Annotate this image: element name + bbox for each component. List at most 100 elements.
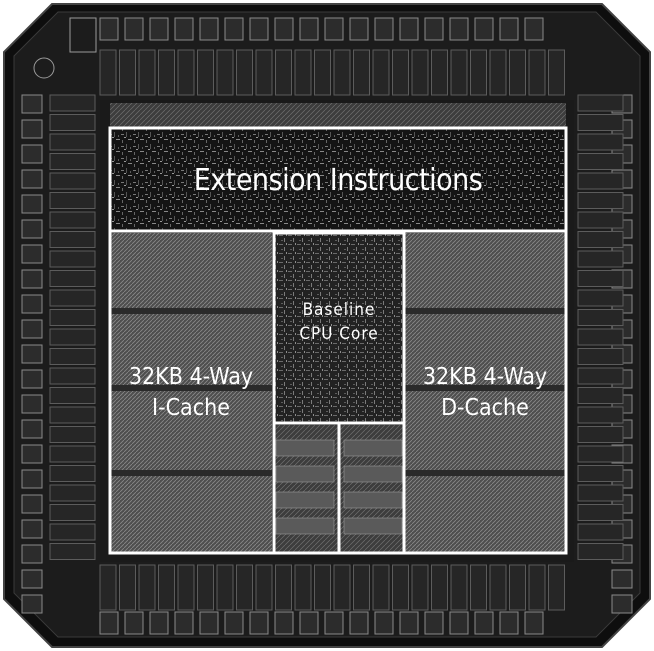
io-cell	[578, 115, 623, 131]
io-cell	[578, 368, 623, 384]
io-cell	[529, 565, 545, 610]
bond-pad	[125, 18, 143, 40]
bond-pad	[22, 495, 42, 513]
bond-pad	[175, 18, 193, 40]
io-cell	[50, 407, 95, 423]
io-cell	[100, 50, 116, 95]
io-cell	[120, 50, 136, 95]
bond-pad	[300, 612, 318, 634]
io-cell	[237, 565, 253, 610]
dcache-label-line2: D-Cache	[404, 393, 566, 424]
bond-pad	[175, 612, 193, 634]
bond-pad	[275, 18, 293, 40]
io-cell	[50, 95, 95, 111]
bond-pad	[400, 18, 418, 40]
io-cell	[295, 565, 311, 610]
bond-pad	[200, 612, 218, 634]
bond-pad	[150, 18, 168, 40]
bond-pad	[225, 18, 243, 40]
io-cell	[50, 154, 95, 170]
io-cell	[578, 524, 623, 540]
io-cell	[578, 134, 623, 150]
bond-pad	[22, 445, 42, 463]
bond-pad	[275, 612, 293, 634]
io-cell	[412, 565, 428, 610]
io-cell	[412, 50, 428, 95]
io-cell	[393, 50, 409, 95]
io-cell	[159, 565, 175, 610]
io-cell	[578, 193, 623, 209]
io-cell	[295, 50, 311, 95]
io-cell	[432, 565, 448, 610]
io-cell	[50, 544, 95, 560]
bond-pad	[425, 18, 443, 40]
io-cell	[578, 407, 623, 423]
io-cell	[50, 427, 95, 443]
io-cell	[373, 50, 389, 95]
io-cell	[50, 485, 95, 501]
bond-pad	[475, 612, 493, 634]
bond-pad	[250, 612, 268, 634]
io-cell	[237, 50, 253, 95]
io-cell	[490, 565, 506, 610]
io-cell	[50, 193, 95, 209]
io-cell	[50, 212, 95, 228]
extension-top-strip	[110, 103, 566, 127]
io-cell	[217, 565, 233, 610]
io-cell	[120, 565, 136, 610]
io-cell	[578, 154, 623, 170]
bond-pad	[22, 145, 42, 163]
io-cell	[334, 565, 350, 610]
io-cell	[510, 565, 526, 610]
io-cell	[578, 427, 623, 443]
bond-pad	[22, 270, 42, 288]
io-cell	[354, 565, 370, 610]
bond-pad	[22, 195, 42, 213]
bond-pad	[22, 170, 42, 188]
bond-pad	[22, 520, 42, 538]
io-cell	[578, 329, 623, 345]
bond-pad	[100, 612, 118, 634]
bond-pad	[150, 612, 168, 634]
icache-label: 32KB 4-Way I-Cache	[110, 362, 272, 424]
bond-pad	[22, 320, 42, 338]
bond-pad	[325, 18, 343, 40]
bond-pad	[22, 345, 42, 363]
io-cell	[139, 50, 155, 95]
bond-pad	[22, 470, 42, 488]
io-cell	[334, 50, 350, 95]
io-cell	[578, 446, 623, 462]
io-cell	[549, 565, 565, 610]
io-cell	[578, 173, 623, 189]
io-cell	[50, 524, 95, 540]
io-cell	[50, 466, 95, 482]
bond-pad	[22, 295, 42, 313]
io-cell	[217, 50, 233, 95]
bond-pad	[22, 545, 42, 563]
io-cell	[373, 565, 389, 610]
bond-pad	[22, 595, 42, 613]
io-cell	[50, 505, 95, 521]
io-cell	[451, 565, 467, 610]
bond-pad	[375, 612, 393, 634]
dcache-label: 32KB 4-Way D-Cache	[404, 362, 566, 424]
io-cell	[578, 95, 623, 111]
io-cell	[578, 212, 623, 228]
io-cell	[578, 290, 623, 306]
io-cell	[471, 565, 487, 610]
io-cell	[471, 50, 487, 95]
io-cell	[276, 565, 292, 610]
bond-pad	[325, 612, 343, 634]
bond-pad	[350, 612, 368, 634]
bond-pad	[200, 18, 218, 40]
io-cell	[578, 232, 623, 248]
io-cell	[529, 50, 545, 95]
bond-pad	[300, 18, 318, 40]
io-cell	[510, 50, 526, 95]
io-cell	[178, 50, 194, 95]
bond-pad	[350, 18, 368, 40]
icache-label-line2: I-Cache	[110, 393, 272, 424]
bond-pad	[22, 120, 42, 138]
bond-pad	[612, 595, 632, 613]
bond-pad	[525, 18, 543, 40]
